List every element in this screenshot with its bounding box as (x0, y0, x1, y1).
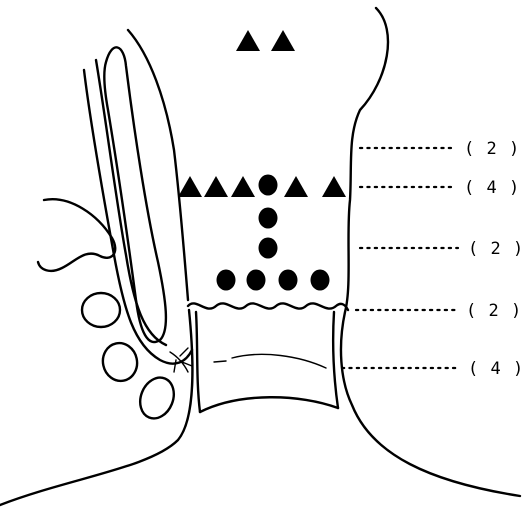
upper-row-marker-1-triangle (178, 176, 202, 197)
upper-row-marker-5-triangle (284, 176, 308, 197)
upper-row-marker-3-triangle (231, 176, 255, 197)
lobule-1 (82, 293, 120, 327)
hook-structure (38, 199, 115, 271)
inner-membrane-tick (214, 361, 226, 362)
marker-symbols (178, 30, 346, 291)
upper-row-marker-2-triangle (204, 176, 228, 197)
label-layer-5: ( 4 ) (468, 359, 524, 379)
lower-chamber-right (333, 312, 338, 408)
lower-row-marker-3-circle (279, 270, 298, 291)
label-layer-1: ( 2 ) (464, 139, 520, 159)
upper-row-marker-4-circle (259, 175, 278, 196)
column-marker-1-circle (259, 208, 278, 229)
cavity-wavy-floor (188, 303, 348, 310)
lobule-2 (99, 340, 140, 384)
outer-left-contour (0, 310, 192, 505)
lobule-3 (134, 373, 179, 424)
lower-chamber-arch (200, 397, 338, 412)
top-cluster-marker-1-triangle (236, 30, 260, 51)
lower-row-marker-4-circle (311, 270, 330, 291)
lower-row-marker-1-circle (217, 270, 236, 291)
label-layer-2: ( 4 ) (464, 178, 520, 198)
inner-membrane-line (232, 354, 326, 368)
nerve-branch (170, 348, 192, 372)
label-layer-4: ( 2 ) (466, 301, 522, 321)
top-cluster-marker-2-triangle (271, 30, 295, 51)
tube-outer-left (84, 70, 192, 364)
lower-row-marker-2-circle (247, 270, 266, 291)
label-layer-3: ( 2 ) (468, 239, 524, 259)
lower-chamber-left (196, 312, 200, 412)
upper-row-marker-6-triangle (322, 176, 346, 197)
column-marker-2-circle (259, 238, 278, 259)
